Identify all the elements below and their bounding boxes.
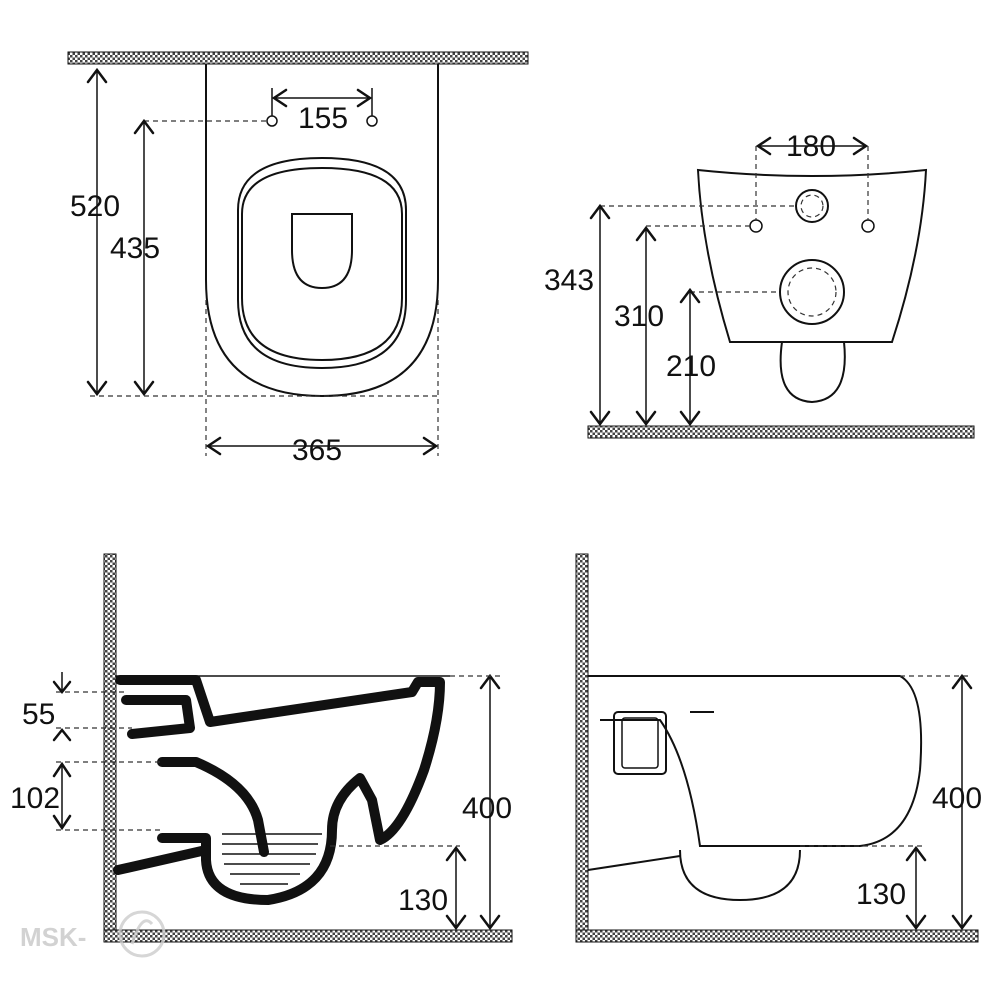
bolt-hole-left (266, 115, 278, 127)
section-wall (103, 553, 117, 943)
dim-55: 55 (22, 698, 55, 731)
outlet-pipe-section (113, 845, 211, 875)
bolt-hole-right (366, 115, 378, 127)
side-floor (575, 929, 979, 943)
dim-343: 343 (544, 264, 594, 297)
back-bolt-right (861, 219, 875, 233)
dim-310: 310 (614, 300, 664, 333)
dim-210: 210 (666, 350, 716, 383)
back-bolt-left (749, 219, 763, 233)
bowl-section-profile (115, 675, 445, 905)
dim-102: 102 (10, 782, 60, 815)
side-view: 400 130 (575, 553, 982, 943)
watermark-text: MSK- (20, 922, 86, 952)
outlet-pipe-inner (787, 267, 837, 317)
dim-180: 180 (786, 130, 836, 163)
section-view: 55 102 400 130 (10, 553, 513, 943)
side-wall (575, 553, 589, 943)
dim-520: 520 (70, 190, 120, 223)
watermark-logo-icon (118, 910, 166, 958)
dim-155: 155 (298, 102, 348, 135)
watermark: MSK- (20, 910, 166, 958)
dim-400-side: 400 (932, 782, 982, 815)
dim-435: 435 (110, 232, 160, 265)
section-floor (103, 929, 513, 943)
back-body (696, 168, 928, 343)
outlet-pipe-outer (779, 259, 845, 325)
top-wall-band (67, 51, 529, 65)
wall-bracket (613, 711, 667, 775)
back-view: 180 343 310 210 (544, 130, 975, 439)
side-outlet-bulge (679, 849, 801, 902)
seat-inner (241, 166, 403, 362)
bowl-top-outline (205, 64, 439, 398)
upper-pipe-outer (795, 189, 829, 223)
back-outlet-bulge (779, 341, 846, 404)
dim-130-side: 130 (856, 878, 906, 911)
upper-pipe-inner (800, 194, 824, 218)
top-view: 520 435 155 365 (67, 51, 529, 467)
floor-band-back (587, 425, 975, 439)
lid-cutout (291, 213, 353, 290)
dim-130-section: 130 (398, 884, 448, 917)
seat-outer (237, 156, 407, 370)
dim-365: 365 (292, 434, 342, 467)
side-body (588, 675, 923, 847)
water-level-lines (222, 833, 322, 885)
bowl-inner-profile (121, 695, 269, 857)
dim-400-section: 400 (462, 792, 512, 825)
